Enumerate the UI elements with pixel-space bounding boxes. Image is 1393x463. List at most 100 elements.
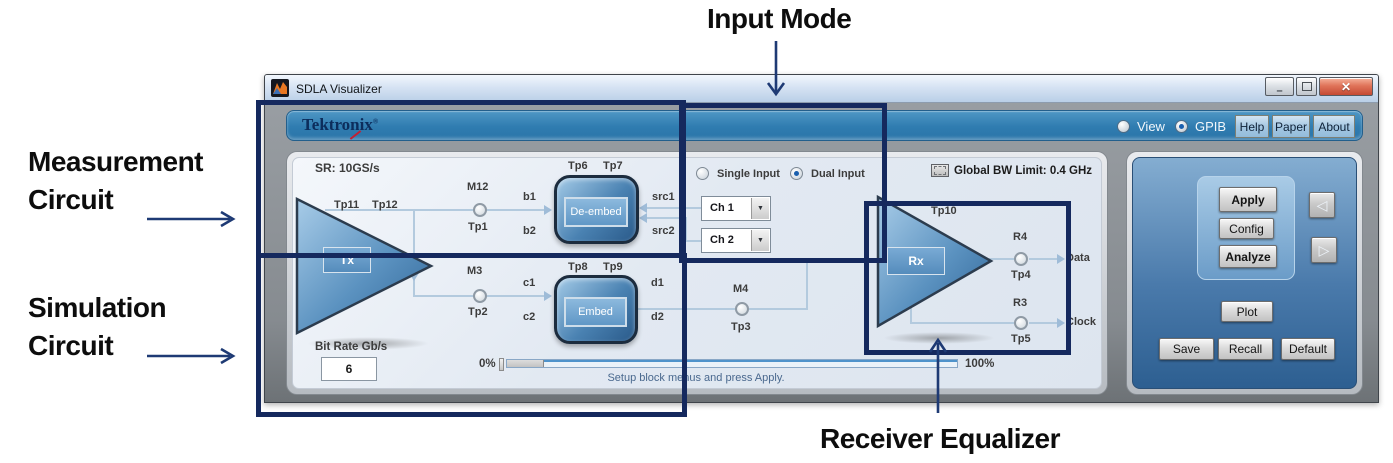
rx-block-button[interactable]: Rx <box>887 247 945 275</box>
bit-rate-label: Bit Rate Gb/s <box>315 341 388 353</box>
r4-node[interactable] <box>1014 252 1028 266</box>
label-tp6: Tp6 <box>568 160 588 172</box>
progress-bar <box>506 359 958 368</box>
progress-fill <box>507 360 544 367</box>
window-title: SDLA Visualizer <box>296 82 382 96</box>
wire-rx-clock <box>910 322 1014 324</box>
embed-block[interactable]: Embed <box>554 275 638 344</box>
recall-button[interactable]: Recall <box>1218 338 1273 360</box>
r3-node[interactable] <box>1014 316 1028 330</box>
prev-button[interactable]: ◁ <box>1309 192 1335 218</box>
close-button[interactable]: ✕ <box>1319 77 1373 96</box>
label-tp3: Tp3 <box>731 321 751 333</box>
deembed-block[interactable]: De-embed <box>554 175 639 244</box>
status-message: Setup block menus and press Apply. <box>607 372 785 384</box>
dual-input-label[interactable]: Dual Input <box>811 168 865 180</box>
config-button[interactable]: Config <box>1219 218 1274 239</box>
single-input-radio[interactable] <box>696 167 709 180</box>
ch2-dropdown-arrow-icon[interactable]: ▼ <box>751 230 769 251</box>
label-tp5: Tp5 <box>1011 333 1031 345</box>
ch1-dropdown-arrow-icon[interactable]: ▼ <box>751 198 769 219</box>
title-bar[interactable]: SDLA Visualizer – ✕ <box>265 75 1378 103</box>
analyze-button[interactable]: Analyze <box>1219 245 1277 268</box>
label-c1: c1 <box>523 277 536 289</box>
rx-shadow <box>883 332 995 344</box>
label-d2: d2 <box>651 311 664 323</box>
next-button[interactable]: ▷ <box>1311 237 1337 263</box>
wire-arrow-down <box>409 273 419 281</box>
wire-arrow-into-embed <box>544 291 552 301</box>
wire-arrow-src1 <box>639 203 647 213</box>
single-input-label[interactable]: Single Input <box>717 168 780 180</box>
wire-tx-to-deembed <box>325 209 547 211</box>
m3-node[interactable] <box>473 289 487 303</box>
dual-input-radio[interactable] <box>790 167 803 180</box>
label-b1: b1 <box>523 191 536 203</box>
label-tp4: Tp4 <box>1011 269 1031 281</box>
label-tp8: Tp8 <box>568 261 588 273</box>
save-button[interactable]: Save <box>1159 338 1214 360</box>
plot-button[interactable]: Plot <box>1221 301 1273 322</box>
wire-arrow-src2 <box>639 213 647 223</box>
m12-node[interactable] <box>473 203 487 217</box>
wire-src2-stub <box>685 240 701 242</box>
wire-clock-arrow-line <box>1029 322 1059 324</box>
progress-right-label: 100% <box>965 358 995 370</box>
deembed-block-button[interactable]: De-embed <box>564 197 628 227</box>
label-r4: R4 <box>1013 231 1028 243</box>
maximize-icon <box>1301 82 1312 91</box>
label-src1: src1 <box>652 191 675 203</box>
wire-data-arrow-line <box>1029 258 1059 260</box>
minimize-button[interactable]: – <box>1265 77 1294 97</box>
app-icon <box>271 79 289 97</box>
annotation-input-mode: Input Mode <box>707 3 852 34</box>
label-tp9: Tp9 <box>603 261 623 273</box>
ch1-dropdown[interactable]: Ch 1 ▼ <box>701 196 771 221</box>
label-tp11: Tp11 <box>334 199 360 211</box>
label-tp12: Tp12 <box>372 199 398 211</box>
ch1-dropdown-value: Ch 1 <box>710 202 734 214</box>
apply-button[interactable]: Apply <box>1219 187 1277 212</box>
sample-rate-label: SR: 10GS/s <box>315 161 380 175</box>
arrow-right-measurement <box>147 210 236 228</box>
label-src2: src2 <box>652 225 675 237</box>
paper-button[interactable]: Paper <box>1272 115 1310 138</box>
wire-up-to-rx <box>806 258 808 310</box>
view-radio-label[interactable]: View <box>1137 119 1165 134</box>
wire-into-rx <box>806 258 878 260</box>
display-icon <box>931 164 949 177</box>
bit-rate-input[interactable] <box>321 357 377 381</box>
arrow-right-simulation <box>147 347 236 365</box>
wire-src2-horiz <box>645 217 687 219</box>
progress-left-label: 0% <box>479 358 496 370</box>
view-radio[interactable] <box>1117 120 1130 133</box>
tx-shadow <box>307 337 429 350</box>
label-m4: M4 <box>733 283 749 295</box>
embed-block-button[interactable]: Embed <box>564 297 627 327</box>
tx-block-button[interactable]: Tx <box>323 247 371 273</box>
global-bw-label: Global BW Limit: 0.4 GHz <box>954 165 1093 177</box>
label-tp10: Tp10 <box>931 205 957 217</box>
annotation-receiver-equalizer: Receiver Equalizer <box>820 423 1061 454</box>
gpib-radio-label[interactable]: GPIB <box>1195 119 1227 134</box>
toolbar: Tektronix® View GPIB Help Paper About <box>286 110 1363 141</box>
maximize-button[interactable] <box>1296 77 1317 96</box>
help-button[interactable]: Help <box>1235 115 1269 138</box>
gpib-radio[interactable] <box>1175 120 1188 133</box>
ch2-dropdown[interactable]: Ch 2 ▼ <box>701 228 771 253</box>
brand-logo: Tektronix® <box>302 115 379 134</box>
label-d1: d1 <box>651 277 664 289</box>
wire-rx-data <box>989 258 1015 260</box>
annotation-measurement-line2: Circuit <box>28 184 114 215</box>
m4-node[interactable] <box>735 302 749 316</box>
default-button[interactable]: Default <box>1281 338 1335 360</box>
app-window: SDLA Visualizer – ✕ Tektronix® View GPIB… <box>264 74 1379 403</box>
annotation-simulation-line2: Circuit <box>28 330 114 361</box>
label-c2: c2 <box>523 311 536 323</box>
wire-arrow-clock <box>1057 318 1065 328</box>
wire-src1 <box>645 207 701 209</box>
about-button[interactable]: About <box>1313 115 1355 138</box>
wire-rx-clock-vert <box>910 300 912 324</box>
progress-handle[interactable] <box>499 358 504 371</box>
